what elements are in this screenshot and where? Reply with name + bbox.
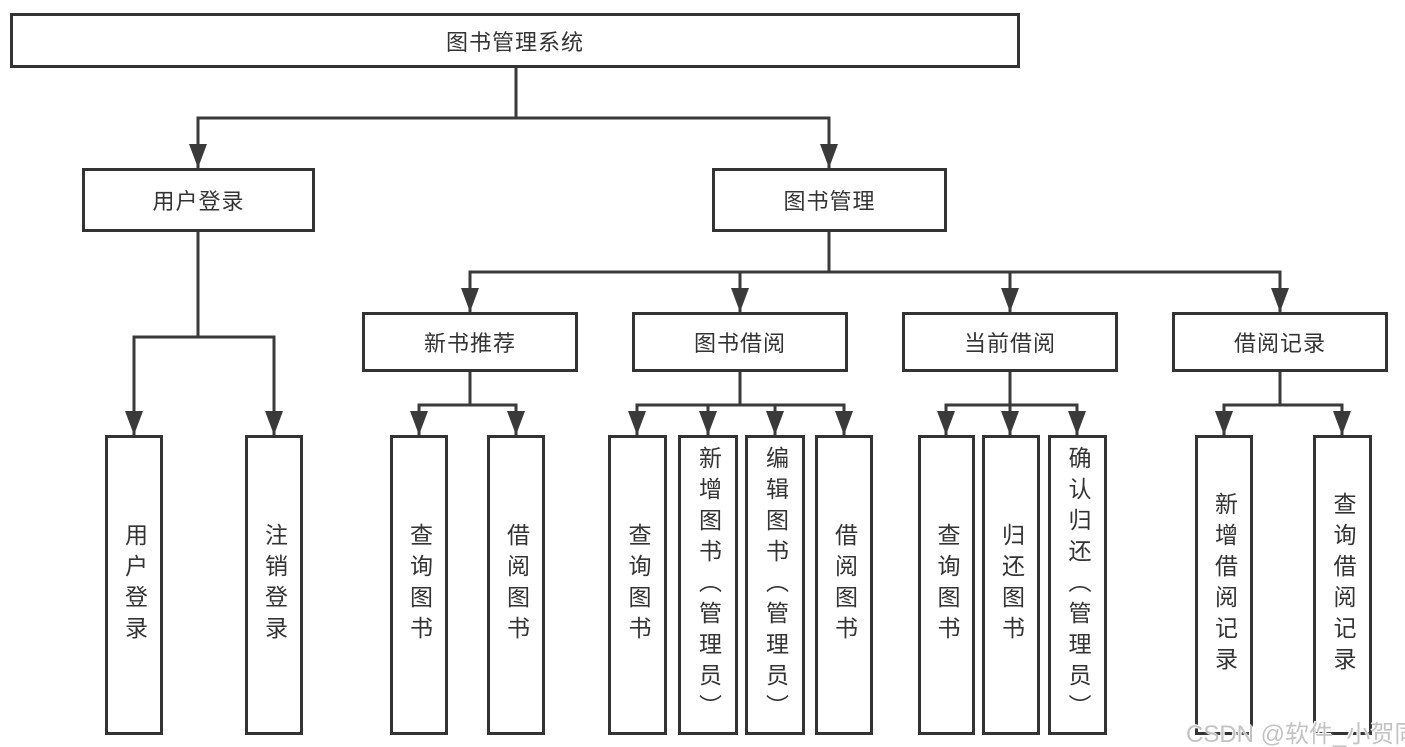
node-label: 查询借阅记录 [1330, 492, 1356, 678]
node-label: 新书推荐 [423, 331, 516, 356]
node-label: 图书管理系统 [445, 29, 584, 55]
leaf-query-borrow-record: 查询借阅记录 [1313, 435, 1372, 735]
node-label: 图书管理 [783, 189, 876, 214]
leaf-user-login: 用户登录 [105, 435, 163, 735]
node-book-management: 图书管理 [712, 168, 947, 232]
leaf-query-books-recommend: 查询图书 [390, 435, 448, 735]
arrow-down-icon [1001, 288, 1019, 312]
leaf-borrow-books-borrowing: 借阅图书 [815, 435, 873, 735]
arrow-down-icon [835, 411, 853, 435]
node-label: 借阅图书 [831, 523, 858, 647]
node-label: 归还图书 [998, 523, 1025, 647]
node-current-borrowing: 当前借阅 [902, 312, 1118, 372]
node-label: 确认归还（管理员） [1065, 445, 1091, 725]
arrow-down-icon [189, 144, 207, 168]
arrow-down-icon [766, 411, 784, 435]
leaf-query-books-borrowing: 查询图书 [608, 435, 667, 735]
arrow-down-icon [265, 411, 283, 435]
node-label: 借阅图书 [503, 523, 530, 647]
node-label: 图书借阅 [693, 331, 786, 356]
node-label: 查询图书 [625, 523, 651, 647]
arrow-down-icon [628, 411, 646, 435]
node-label: 编辑图书（管理员） [762, 445, 789, 725]
node-label: 注销登录 [261, 523, 288, 647]
arrow-down-icon [1215, 411, 1233, 435]
node-label: 用户登录 [152, 189, 245, 214]
arrow-down-icon [731, 288, 749, 312]
arrow-down-icon [410, 411, 428, 435]
arrow-down-icon [125, 411, 143, 435]
arrow-down-icon [1333, 411, 1351, 435]
node-label: 用户登录 [121, 523, 148, 647]
node-new-book-recommend: 新书推荐 [362, 312, 578, 372]
arrow-down-icon [461, 288, 479, 312]
leaf-add-book-admin: 新增图书（管理员） [678, 435, 738, 735]
node-label: 新增图书（管理员） [695, 445, 722, 725]
leaf-logout: 注销登录 [245, 435, 303, 735]
leaf-return-book: 归还图书 [982, 435, 1040, 735]
node-book-borrowing: 图书借阅 [632, 312, 848, 372]
node-label: 借阅记录 [1233, 331, 1326, 356]
node-label: 查询图书 [934, 523, 960, 647]
node-user-login: 用户登录 [82, 168, 315, 232]
leaf-query-books-current: 查询图书 [918, 435, 975, 735]
leaf-confirm-return-admin: 确认归还（管理员） [1048, 435, 1107, 735]
node-label: 新增借阅记录 [1211, 492, 1238, 678]
arrow-down-icon [699, 411, 717, 435]
csdn-watermark: CSDN @软件_小贺同学 [1186, 721, 1405, 747]
node-library-management-system: 图书管理系统 [10, 13, 1020, 68]
node-label: 查询图书 [406, 523, 433, 647]
node-label: 当前借阅 [963, 331, 1056, 356]
leaf-edit-book-admin: 编辑图书（管理员） [745, 435, 805, 735]
leaf-add-borrow-record: 新增借阅记录 [1195, 435, 1253, 735]
arrow-down-icon [820, 144, 838, 168]
arrow-down-icon [1271, 288, 1289, 312]
arrow-down-icon [1068, 411, 1086, 435]
arrow-down-icon [507, 411, 525, 435]
arrow-down-icon [1001, 411, 1019, 435]
node-borrowing-records: 借阅记录 [1172, 312, 1388, 372]
arrow-down-icon [937, 411, 955, 435]
leaf-borrow-books-recommend: 借阅图书 [487, 435, 545, 735]
arrowhead-icons [125, 144, 1351, 435]
tree-edges [132, 68, 1344, 437]
